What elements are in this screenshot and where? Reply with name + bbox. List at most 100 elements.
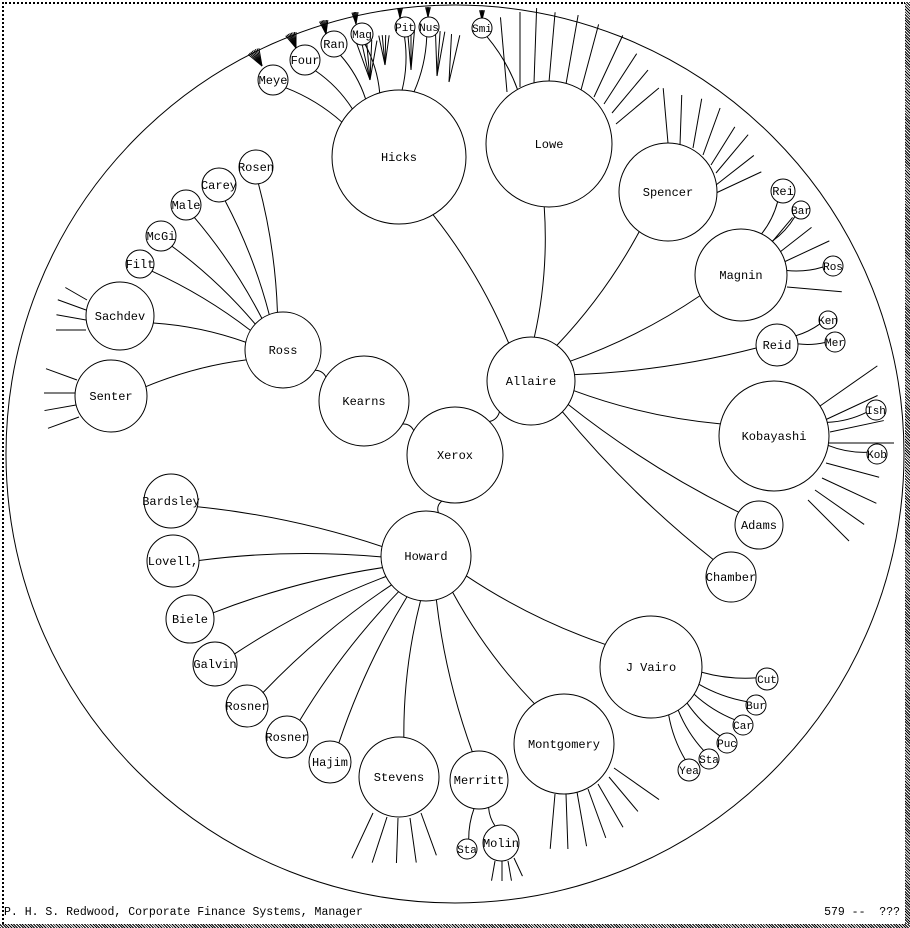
tree-node-yea[interactable]: Yea: [677, 758, 701, 782]
node-circle[interactable]: [755, 323, 799, 367]
node-circle[interactable]: [822, 255, 844, 277]
tree-node-biele[interactable]: Biele: [165, 594, 215, 644]
node-circle[interactable]: [146, 534, 200, 588]
node-circle[interactable]: [734, 500, 784, 550]
tree-node-magnin[interactable]: Magnin: [694, 228, 788, 322]
node-circle[interactable]: [471, 17, 493, 39]
node-circle[interactable]: [456, 838, 478, 860]
tree-node-sta1[interactable]: Sta: [456, 838, 478, 860]
node-circle[interactable]: [394, 16, 416, 38]
tree-node-lovell[interactable]: Lovell,: [146, 534, 200, 588]
tree-node-kearns[interactable]: Kearns: [318, 355, 410, 447]
node-circle[interactable]: [257, 64, 289, 96]
node-circle[interactable]: [791, 200, 811, 220]
node-circle[interactable]: [85, 281, 155, 351]
tree-node-pit[interactable]: Pit: [394, 16, 416, 38]
tree-node-kob[interactable]: Kob: [866, 443, 888, 465]
tree-node-bur[interactable]: Bur: [745, 694, 767, 716]
node-circle[interactable]: [308, 740, 352, 784]
node-circle[interactable]: [824, 331, 846, 353]
node-circle[interactable]: [698, 748, 720, 770]
node-circle[interactable]: [331, 89, 467, 225]
tree-node-spencer[interactable]: Spencer: [618, 142, 718, 242]
node-circle[interactable]: [677, 758, 701, 782]
tree-node-hicks[interactable]: Hicks: [331, 89, 467, 225]
tree-node-rosner2[interactable]: Rosner: [265, 715, 309, 759]
tree-node-ros[interactable]: Ros: [822, 255, 844, 277]
tree-node-puc[interactable]: Puc: [716, 732, 738, 754]
node-circle[interactable]: [818, 310, 838, 330]
node-circle[interactable]: [143, 473, 199, 529]
nodes[interactable]: XeroxAllaireKearnsHowardRossHicksLoweSpe…: [74, 16, 888, 862]
node-circle[interactable]: [418, 16, 440, 38]
tree-node-smi[interactable]: Smi: [471, 17, 493, 39]
node-circle[interactable]: [225, 684, 269, 728]
tree-node-ross[interactable]: Ross: [244, 311, 322, 389]
tree-node-rosen[interactable]: Rosen: [238, 149, 274, 185]
node-circle[interactable]: [318, 355, 410, 447]
tree-node-meye[interactable]: Meye: [257, 64, 289, 96]
tree-node-xerox[interactable]: Xerox: [406, 406, 504, 504]
node-circle[interactable]: [732, 714, 754, 736]
node-circle[interactable]: [485, 80, 613, 208]
tree-node-jvairo[interactable]: J Vairo: [599, 615, 703, 719]
node-circle[interactable]: [406, 406, 504, 504]
tree-node-ish[interactable]: Ish: [865, 399, 887, 421]
node-circle[interactable]: [145, 220, 177, 252]
node-circle[interactable]: [694, 228, 788, 322]
node-circle[interactable]: [238, 149, 274, 185]
tree-node-chamber[interactable]: Chamber: [705, 551, 757, 603]
tree-node-mag[interactable]: Mag: [350, 22, 374, 46]
tree-node-cut[interactable]: Cut: [755, 667, 779, 691]
tree-node-allaire[interactable]: Allaire: [486, 336, 576, 426]
node-circle[interactable]: [716, 732, 738, 754]
tree-node-galvin[interactable]: Galvin: [192, 641, 238, 687]
node-circle[interactable]: [380, 510, 472, 602]
tree-node-bar[interactable]: Bar: [791, 200, 811, 220]
node-circle[interactable]: [320, 30, 348, 58]
tree-node-rei[interactable]: Rei: [770, 178, 796, 204]
tree-node-rosner1[interactable]: Rosner: [225, 684, 269, 728]
tree-node-car[interactable]: Car: [732, 714, 754, 736]
tree-node-molin[interactable]: Molin: [482, 824, 520, 862]
tree-node-mcgi[interactable]: McGi: [145, 220, 177, 252]
tree-node-male[interactable]: Male: [170, 189, 202, 221]
tree-node-carey[interactable]: Carey: [201, 167, 237, 203]
tree-node-merritt[interactable]: Merritt: [449, 750, 509, 810]
tree-node-stevens[interactable]: Stevens: [358, 736, 440, 818]
node-circle[interactable]: [265, 715, 309, 759]
tree-node-sta2[interactable]: Sta: [698, 748, 720, 770]
tree-node-kobayashi[interactable]: Kobayashi: [718, 380, 830, 492]
node-circle[interactable]: [201, 167, 237, 203]
node-circle[interactable]: [599, 615, 703, 719]
tree-node-hajim[interactable]: Hajim: [308, 740, 352, 784]
tree-node-montgomery[interactable]: Montgomery: [513, 693, 615, 795]
node-circle[interactable]: [192, 641, 238, 687]
node-circle[interactable]: [486, 336, 576, 426]
tree-node-sachdev[interactable]: Sachdev: [85, 281, 155, 351]
tree-node-howard[interactable]: Howard: [380, 510, 472, 602]
tree-node-reid[interactable]: Reid: [755, 323, 799, 367]
tree-node-adams[interactable]: Adams: [734, 500, 784, 550]
node-circle[interactable]: [358, 736, 440, 818]
node-circle[interactable]: [513, 693, 615, 795]
node-circle[interactable]: [289, 44, 321, 76]
node-circle[interactable]: [74, 359, 148, 433]
tree-node-four[interactable]: Four: [289, 44, 321, 76]
node-circle[interactable]: [866, 443, 888, 465]
tree-node-ken[interactable]: Ken: [818, 310, 838, 330]
tree-node-mer[interactable]: Mer: [824, 331, 846, 353]
tree-node-senter[interactable]: Senter: [74, 359, 148, 433]
node-circle[interactable]: [165, 594, 215, 644]
node-circle[interactable]: [745, 694, 767, 716]
node-circle[interactable]: [170, 189, 202, 221]
node-circle[interactable]: [770, 178, 796, 204]
node-circle[interactable]: [865, 399, 887, 421]
node-circle[interactable]: [755, 667, 779, 691]
tree-node-nus[interactable]: Nus: [418, 16, 440, 38]
node-circle[interactable]: [482, 824, 520, 862]
node-circle[interactable]: [244, 311, 322, 389]
node-circle[interactable]: [125, 249, 155, 279]
tree-node-bardsley[interactable]: Bardsley: [142, 473, 200, 529]
